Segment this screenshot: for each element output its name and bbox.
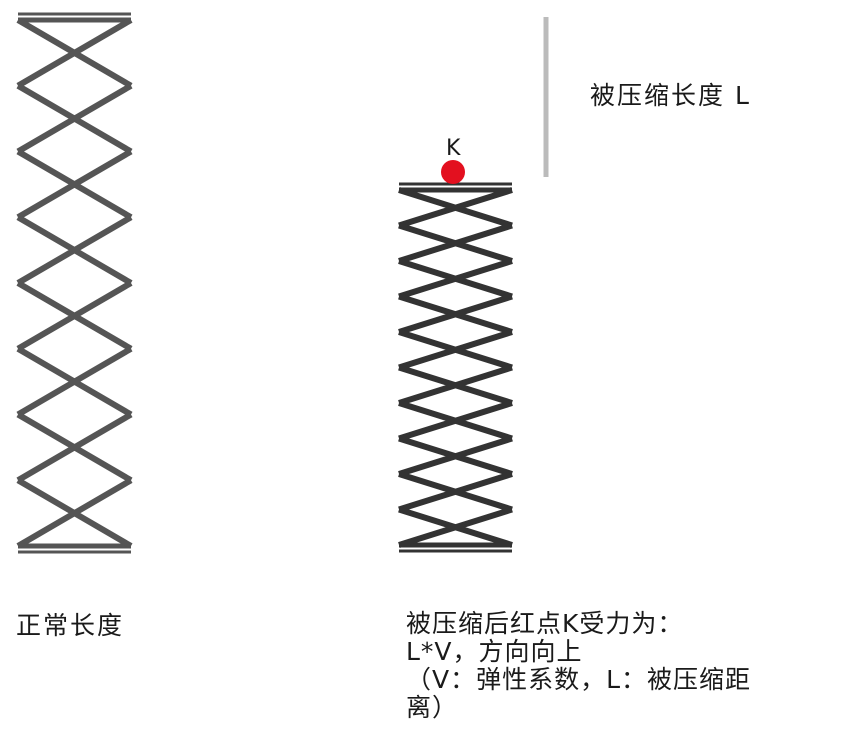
caption-line-3: （V：弹性系数，L：被压缩距 — [406, 665, 752, 694]
spring-coil — [16, 148, 133, 220]
spring-coil — [16, 346, 133, 418]
normal-length-label: 正常长度 — [16, 611, 125, 640]
spring-coil — [398, 435, 513, 477]
spring-coil — [16, 214, 133, 286]
caption-line-4: 离） — [406, 693, 459, 722]
caption-line-2: L*V，方向向上 — [406, 637, 583, 666]
spring-coil — [16, 477, 133, 549]
force-caption: 被压缩后红点K受力为： L*V，方向向上 （V：弹性系数，L：被压缩距 离） — [406, 610, 836, 722]
spring-coil — [398, 258, 513, 300]
caption-line-1: 被压缩后红点K受力为： — [406, 609, 684, 638]
spring-coil — [398, 364, 513, 406]
spring-coil — [398, 329, 513, 371]
spring-coil — [398, 471, 513, 513]
point-k-marker — [441, 160, 465, 184]
spring-coil — [16, 411, 133, 483]
normal-spring — [16, 12, 133, 554]
point-k-label: K — [446, 136, 461, 161]
compressed-length-label: 被压缩长度 L — [590, 81, 751, 110]
compressed-spring — [398, 182, 513, 553]
spring-coil — [398, 293, 513, 335]
spring-coil — [16, 280, 133, 352]
spring-coil — [16, 83, 133, 155]
spring-coil — [398, 400, 513, 442]
spring-coil — [398, 506, 513, 548]
spring-coil — [398, 222, 513, 264]
spring-coil — [398, 187, 513, 229]
spring-coil — [16, 17, 133, 89]
